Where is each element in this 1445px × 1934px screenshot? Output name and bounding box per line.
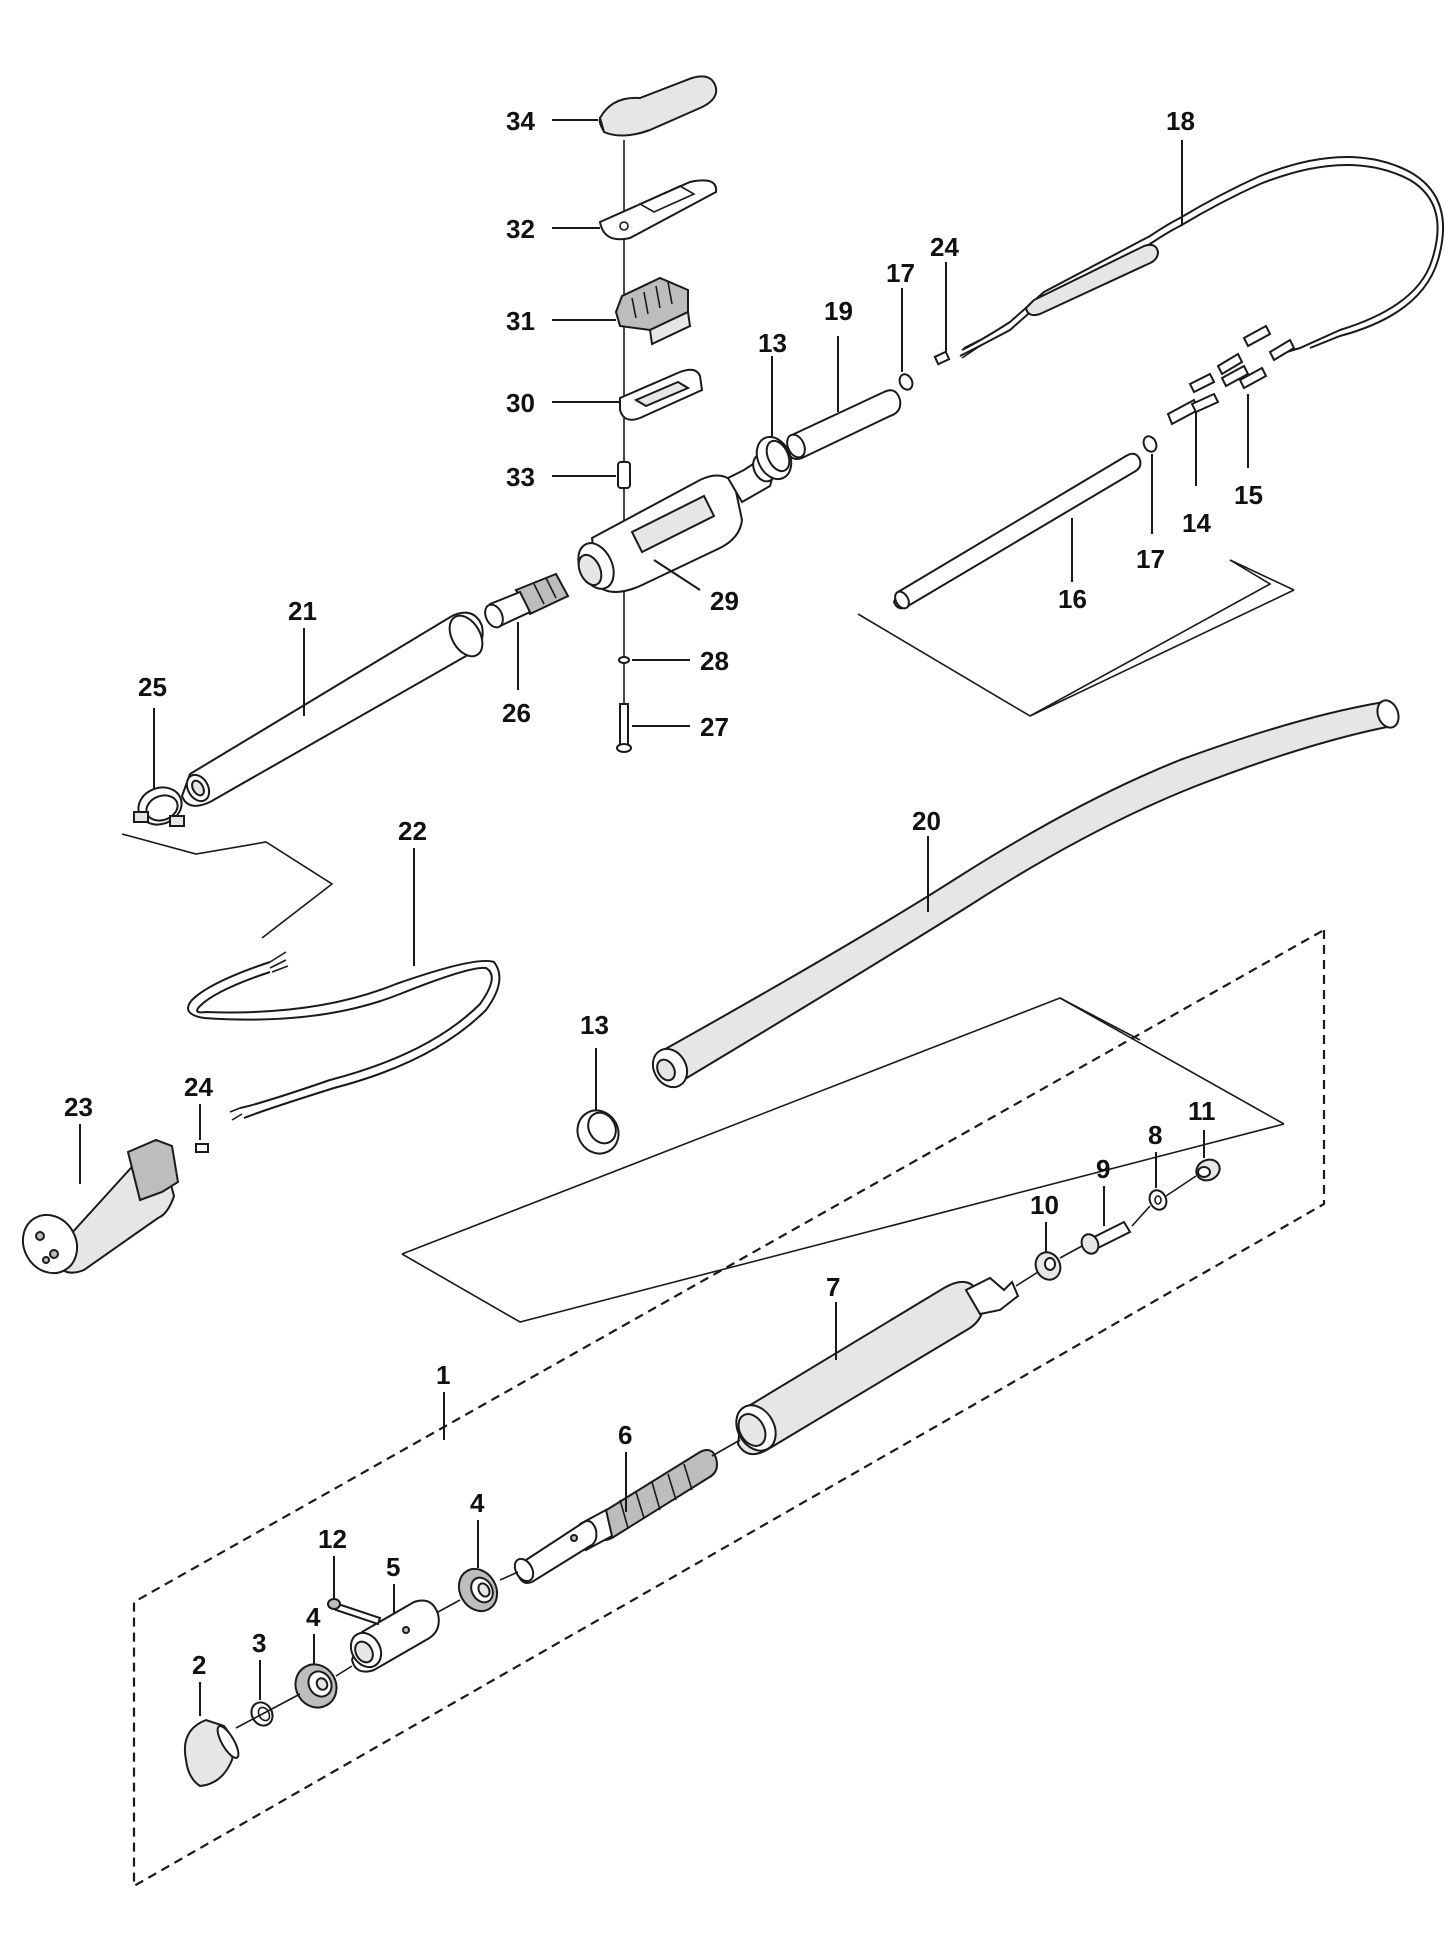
callout-4-upper: 4 (470, 1488, 485, 1518)
part-13-ring-upper (755, 435, 793, 481)
part-16-rod (892, 452, 1142, 610)
part-29-handle-housing (577, 453, 776, 593)
callout-10: 10 (1030, 1190, 1059, 1220)
callout-7: 7 (826, 1272, 840, 1302)
callout-21: 21 (288, 596, 317, 626)
part-33-pin (617, 461, 631, 489)
callout-16: 16 (1058, 584, 1087, 614)
part-34-grip-cap (598, 75, 718, 137)
part-17-washer-a (898, 373, 914, 391)
callout-4-lower: 4 (306, 1602, 321, 1632)
callout-24-upper: 24 (930, 232, 959, 262)
part-24-terminal-b (195, 1143, 209, 1153)
callout-8: 8 (1148, 1120, 1162, 1150)
callout-18: 18 (1166, 106, 1195, 136)
part-4-bearing-upper (457, 1567, 499, 1613)
callout-32: 32 (506, 214, 535, 244)
callout-6: 6 (618, 1420, 632, 1450)
callout-1: 1 (436, 1360, 450, 1390)
callout-3: 3 (252, 1628, 266, 1658)
part-19-tube (786, 389, 902, 460)
callout-13-upper: 13 (758, 328, 787, 358)
part-23-plug (21, 1138, 180, 1275)
callout-9: 9 (1096, 1154, 1110, 1184)
callout-20: 20 (912, 806, 941, 836)
part-5-sleeve (349, 1599, 440, 1673)
callout-14: 14 (1182, 508, 1211, 538)
callout-19: 19 (824, 296, 853, 326)
part-12-screw (327, 1598, 382, 1626)
callout-24-lower: 24 (184, 1072, 213, 1102)
callout-13-lower: 13 (580, 1010, 609, 1040)
callout-17-lower: 17 (1136, 544, 1165, 574)
callout-27: 27 (700, 712, 729, 742)
callout-23: 23 (64, 1092, 93, 1122)
callout-labels: 34 32 31 30 33 18 17 24 19 13 14 15 17 1… (64, 106, 1263, 1680)
callout-34: 34 (506, 106, 535, 136)
part-17-washer-b (1142, 435, 1158, 453)
part-11-nut (1195, 1158, 1221, 1182)
part-10-nut (1034, 1251, 1062, 1281)
part-31-switch (614, 276, 692, 346)
callout-22: 22 (398, 816, 427, 846)
part-25-hose-clamp (133, 786, 185, 827)
part-6-rotor-shaft (513, 1449, 718, 1584)
part-9-stud (1080, 1220, 1132, 1255)
callout-17-upper: 17 (886, 258, 915, 288)
callout-26: 26 (502, 698, 531, 728)
part-22-power-cable (187, 951, 501, 1121)
part-32-plate (598, 179, 718, 241)
callout-28: 28 (700, 646, 729, 676)
callout-30: 30 (506, 388, 535, 418)
part-24-terminal-a (933, 350, 951, 366)
callout-12: 12 (318, 1524, 347, 1554)
part-7-vibrator-housing (735, 1276, 1020, 1455)
part-30-gasket (619, 368, 704, 421)
part-28-washer (618, 656, 630, 664)
part-27-screw (616, 703, 632, 753)
part-18-cable (959, 155, 1445, 359)
part-2-end-cap (184, 1718, 240, 1788)
part-26-connector (484, 572, 570, 629)
part-14-15-terminals (1166, 324, 1296, 426)
callout-25: 25 (138, 672, 167, 702)
callout-15: 15 (1234, 480, 1263, 510)
callout-2: 2 (192, 1650, 206, 1680)
part-4-bearing-lower (294, 1663, 338, 1709)
callout-31: 31 (506, 306, 535, 336)
callout-29: 29 (710, 586, 739, 616)
part-8-washer (1148, 1189, 1168, 1211)
part-21-grip-sleeve (180, 611, 484, 807)
part-20-flexible-hose (651, 699, 1400, 1089)
callout-33: 33 (506, 462, 535, 492)
callout-11: 11 (1188, 1096, 1216, 1126)
part-13-ring-lower (576, 1109, 620, 1155)
callout-5: 5 (386, 1552, 400, 1582)
